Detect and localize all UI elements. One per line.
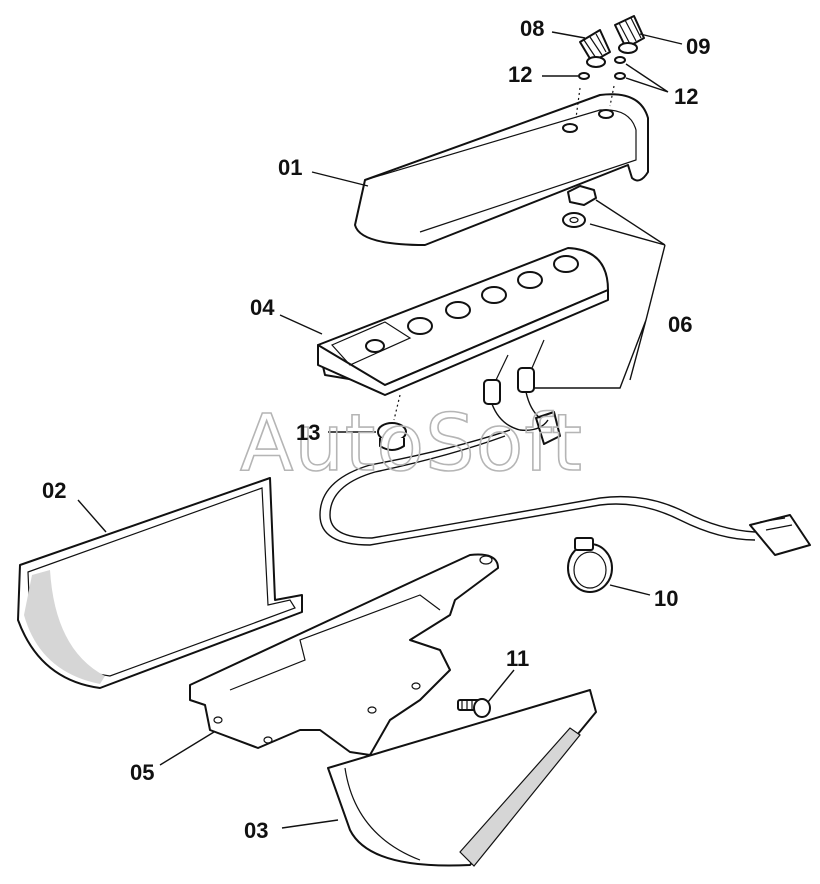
part-02-rear-cover (17, 477, 303, 689)
part-09-knob (614, 15, 645, 54)
callout-12-left: 12 (508, 62, 532, 87)
callout-02: 02 (42, 478, 66, 503)
part-04-switch-panel (317, 247, 609, 396)
part-11-screw (457, 698, 491, 718)
part-13-plug (377, 394, 407, 451)
part-06-nut-washer (562, 185, 597, 228)
part-05-bracket (189, 553, 499, 756)
callout-01: 01 (278, 155, 302, 180)
callout-08: 08 (520, 16, 544, 41)
part-03-side-cover (327, 689, 597, 867)
leader-lines (77, 31, 683, 829)
callout-13: 13 (296, 420, 320, 445)
callout-10: 10 (654, 586, 678, 611)
watermark-text: AutoSoft (240, 399, 583, 489)
callout-06: 06 (668, 312, 692, 337)
part-12-washers (575, 56, 626, 119)
harness-assembly (319, 339, 811, 556)
callout-labels: 01 02 03 04 05 06 08 09 10 11 12 12 13 (42, 16, 710, 843)
callout-04: 04 (250, 295, 275, 320)
callout-09: 09 (686, 34, 710, 59)
part-08-knob (579, 29, 611, 68)
callout-12-right: 12 (674, 84, 698, 109)
part-01-top-cover (354, 93, 649, 246)
callout-03: 03 (244, 818, 268, 843)
callout-11: 11 (506, 646, 529, 671)
callout-05: 05 (130, 760, 154, 785)
part-10-clamp (567, 537, 613, 593)
